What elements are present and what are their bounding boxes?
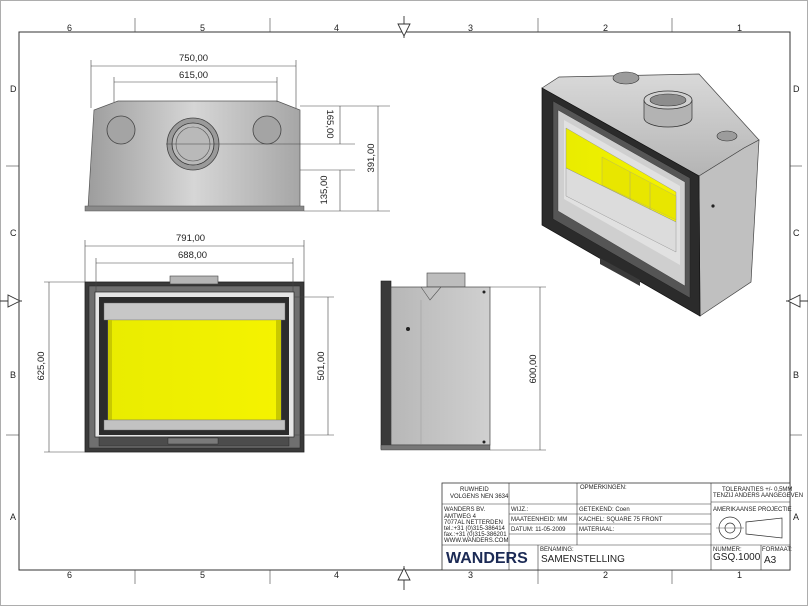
title-block: RUWHEID VOLGENS NEN 3634 OPMERKINGEN: TO…	[441, 482, 803, 571]
column-label-bottom: 1	[737, 570, 742, 580]
column-label-bottom: 2	[603, 570, 608, 580]
material-label: MATERIAAL:	[579, 527, 615, 533]
row-label-right: D	[793, 84, 800, 94]
top-view-dimensions: 750,00 615,00 165,00 135,00 391,00	[90, 53, 379, 211]
sheet-format: A3	[764, 555, 777, 566]
column-label-top: 3	[468, 23, 473, 33]
iso-port-right	[716, 130, 738, 142]
format-label: FORMAAT:	[762, 547, 792, 553]
company-line: WANDERS BV.	[444, 507, 486, 513]
name-label: BENAMING:	[540, 547, 574, 553]
top-view-port-left	[106, 115, 136, 145]
number-label: NUMMER:	[713, 547, 742, 553]
grid-ticks	[6, 18, 802, 584]
dim-side-height: 600,00	[528, 354, 539, 383]
projection-label: AMERIKAANSE PROJECTIE	[713, 507, 792, 513]
column-label-bottom: 6	[67, 570, 72, 580]
drawing-name: SAMENSTELLING	[541, 554, 625, 565]
centering-arrow-right-icon	[786, 294, 808, 308]
drawing-number: GSQ.1000	[713, 552, 761, 563]
change-label: WIJZ.:	[511, 507, 529, 513]
row-label-right: C	[793, 228, 800, 238]
column-label-top: 5	[200, 23, 205, 33]
company-line: 7077AL NETTERDEN	[444, 520, 503, 526]
front-view-flue-top	[169, 275, 219, 285]
top-view-port-right	[252, 115, 282, 145]
zone-labels: 6 5 4 3 2 1 6 5 4 3 2 1 D C B A D C B A	[10, 23, 800, 580]
column-label-top: 6	[67, 23, 72, 33]
row-label-left: B	[10, 370, 16, 380]
centering-arrow-left-icon	[0, 294, 22, 308]
dim-front-overall-height: 625,00	[36, 351, 47, 380]
front-view	[84, 275, 305, 453]
column-label-top: 2	[603, 23, 608, 33]
side-view-front-frame	[380, 280, 392, 450]
side-view-dimensions: 600,00	[490, 286, 546, 451]
side-view-bolt	[406, 327, 410, 331]
dim-top-total-height: 391,00	[366, 143, 377, 172]
top-view-flange	[84, 205, 305, 212]
tolerances-line-2: TENZIJ ANDERS AANGEGEVEN	[713, 493, 803, 499]
roughness-standard: VOLGENS NEN 3634	[450, 494, 509, 500]
front-view-glass-yellow	[107, 319, 282, 421]
tolerances-line-1: TOLERANTIES +/- 0,5MM	[722, 487, 792, 493]
dim-front-overall-width: 791,00	[176, 233, 205, 244]
row-label-right: B	[793, 370, 799, 380]
dim-top-inner-width: 615,00	[179, 70, 208, 81]
row-label-right: A	[793, 512, 799, 522]
column-label-top: 1	[737, 23, 742, 33]
side-view	[380, 272, 491, 451]
company-line: AMTWEG 4	[444, 514, 477, 520]
dim-front-inner-width: 688,00	[178, 250, 207, 261]
isometric-view	[541, 71, 760, 317]
row-label-left: D	[10, 84, 17, 94]
date-label: DATUM: 11-05-2009	[511, 527, 566, 533]
remarks-label: OPMERKINGEN:	[580, 485, 627, 491]
iso-port-left	[612, 71, 640, 85]
wanders-logo: WANDERS	[446, 550, 528, 567]
company-line: WWW.WANDERS.COM	[444, 538, 508, 544]
dim-top-overall-width: 750,00	[179, 53, 208, 64]
company-line: fax.:+31 (0)315-386201	[444, 532, 507, 538]
top-view	[84, 100, 390, 212]
drawn-by: GETEKEND: Coen	[579, 507, 630, 513]
dim-front-glass-height: 501,00	[316, 351, 327, 380]
centering-arrow-top-icon	[397, 16, 411, 38]
side-view-body	[390, 286, 491, 446]
front-view-dimensions: 791,00 688,00 625,00 501,00	[36, 233, 334, 453]
dim-top-lower-height: 135,00	[319, 175, 330, 204]
column-label-bottom: 3	[468, 570, 473, 580]
dim-top-upper-height: 165,00	[324, 109, 335, 138]
row-label-left: A	[10, 512, 16, 522]
side-view-flue	[426, 272, 466, 288]
row-label-left: C	[10, 228, 17, 238]
roughness-label: RUWHEID	[460, 487, 489, 493]
centering-arrow-bottom-icon	[397, 566, 411, 590]
column-label-bottom: 4	[334, 570, 339, 580]
unit-label: MAATEENHEID: MM	[511, 517, 567, 523]
projection-symbol-icon	[716, 516, 783, 540]
front-view-bottom-ledge	[103, 419, 286, 431]
company-line: tel.:+31 (0)315-386414	[444, 526, 506, 532]
column-label-bottom: 5	[200, 570, 205, 580]
centering-marks	[0, 16, 808, 590]
column-label-top: 4	[334, 23, 339, 33]
front-view-baffle	[103, 302, 286, 321]
stove-label: KACHEL: SQUARE 75 FRONT	[579, 517, 663, 523]
